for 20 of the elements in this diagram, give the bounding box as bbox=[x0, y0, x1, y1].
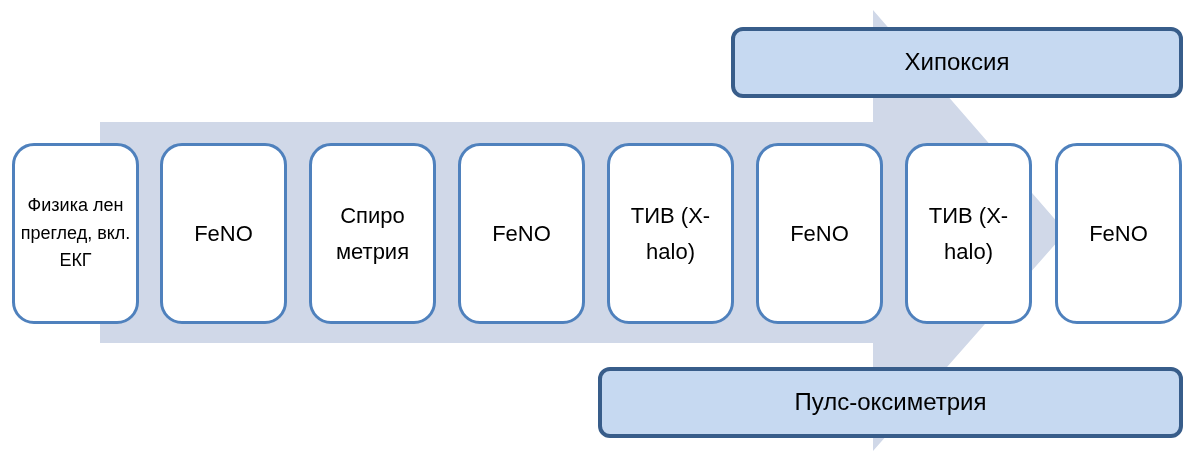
step-label: ТИВ (X-halo) bbox=[927, 202, 1010, 266]
step-box bbox=[12, 143, 139, 324]
step-label: Физика лен преглед, вкл. ЕКГ bbox=[19, 193, 132, 273]
step-box bbox=[1055, 143, 1182, 324]
step-label: Пулс-оксиметрия bbox=[794, 387, 987, 418]
step-box bbox=[309, 143, 436, 324]
step-box bbox=[756, 143, 883, 324]
step-box bbox=[607, 143, 734, 324]
step-box bbox=[160, 143, 287, 324]
step-label: FeNO bbox=[1089, 219, 1148, 248]
step-box bbox=[458, 143, 585, 324]
step-label: FeNO bbox=[790, 219, 849, 248]
step-label: Хипоксия bbox=[904, 47, 1010, 78]
phase-band bbox=[731, 27, 1183, 98]
step-label: FeNO bbox=[194, 219, 253, 248]
step-label: FeNO bbox=[492, 219, 551, 248]
phase-band bbox=[598, 367, 1183, 438]
step-box bbox=[905, 143, 1032, 324]
step-label: Спиро метрия bbox=[334, 202, 411, 266]
step-label: ТИВ (X-halo) bbox=[629, 202, 712, 266]
